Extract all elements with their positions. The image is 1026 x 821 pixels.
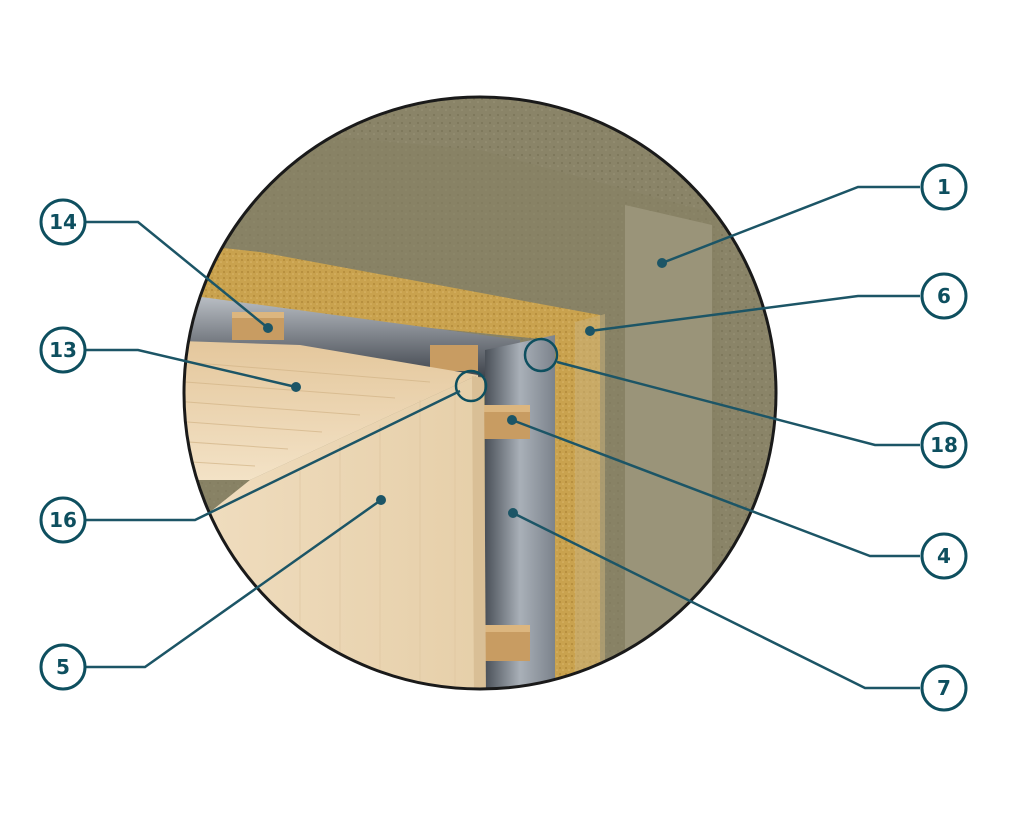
callout-badge <box>920 272 968 320</box>
callout-badge <box>39 496 87 544</box>
leader-5 <box>86 498 382 669</box>
leader-dots <box>263 258 667 518</box>
detail-circle-outline <box>182 95 778 691</box>
joint-marker-18 <box>523 337 559 373</box>
callout-badge <box>920 532 968 580</box>
callout-6: 6 <box>920 272 968 320</box>
callout-number: 7 <box>937 676 951 700</box>
callout-badge <box>39 643 87 691</box>
dot-7 <box>508 508 518 518</box>
callout-number: 18 <box>930 433 958 457</box>
callout-number: 1 <box>937 175 951 199</box>
leader-14 <box>86 220 269 329</box>
callout-badge <box>39 198 87 246</box>
dot-4 <box>507 415 517 425</box>
leader-4 <box>511 418 920 558</box>
leader-7 <box>512 511 920 690</box>
callout-number: 6 <box>937 284 951 308</box>
wall-panel-edge <box>472 376 486 689</box>
callout-number: 4 <box>937 544 951 568</box>
callout-13: 13 <box>39 326 87 374</box>
callout-18: 18 <box>920 421 968 469</box>
dot-14 <box>263 323 273 333</box>
callout-16: 16 <box>39 496 87 544</box>
callout-number: 13 <box>49 338 77 362</box>
callout-badge <box>39 326 87 374</box>
detail-view <box>184 97 776 689</box>
leader-6 <box>589 294 920 333</box>
ceiling-panel-grain <box>184 359 431 467</box>
leader-18 <box>556 360 920 447</box>
callout-badge <box>920 664 968 712</box>
callout-14: 14 <box>39 198 87 246</box>
wall-panel-grain <box>299 385 456 689</box>
concrete-right-face <box>625 205 712 689</box>
dot-1 <box>657 258 667 268</box>
dot-6 <box>585 326 595 336</box>
wall-batten-a-top <box>482 405 530 412</box>
callout-number: 5 <box>56 655 70 679</box>
dot-5 <box>376 495 386 505</box>
leader-16 <box>86 389 461 522</box>
ceiling-batten-b <box>430 345 478 371</box>
leader-1 <box>661 185 920 265</box>
callout-badge <box>920 421 968 469</box>
wool-facing-board <box>575 314 605 689</box>
leader-lines <box>86 185 920 690</box>
dot-13 <box>291 382 301 392</box>
callout-7: 7 <box>920 664 968 712</box>
callout-number: 16 <box>49 508 77 532</box>
callout-number: 14 <box>49 210 77 234</box>
callout-1: 1 <box>920 163 968 211</box>
ceiling-batten-a-top <box>232 312 284 318</box>
callout-4: 4 <box>920 532 968 580</box>
leader-13 <box>86 348 297 389</box>
callout-badge <box>920 163 968 211</box>
callout-5: 5 <box>39 643 87 691</box>
joint-marker-16 <box>454 369 488 403</box>
wall-batten-b-top <box>482 625 530 632</box>
ceiling-mineral-wool <box>184 240 600 345</box>
